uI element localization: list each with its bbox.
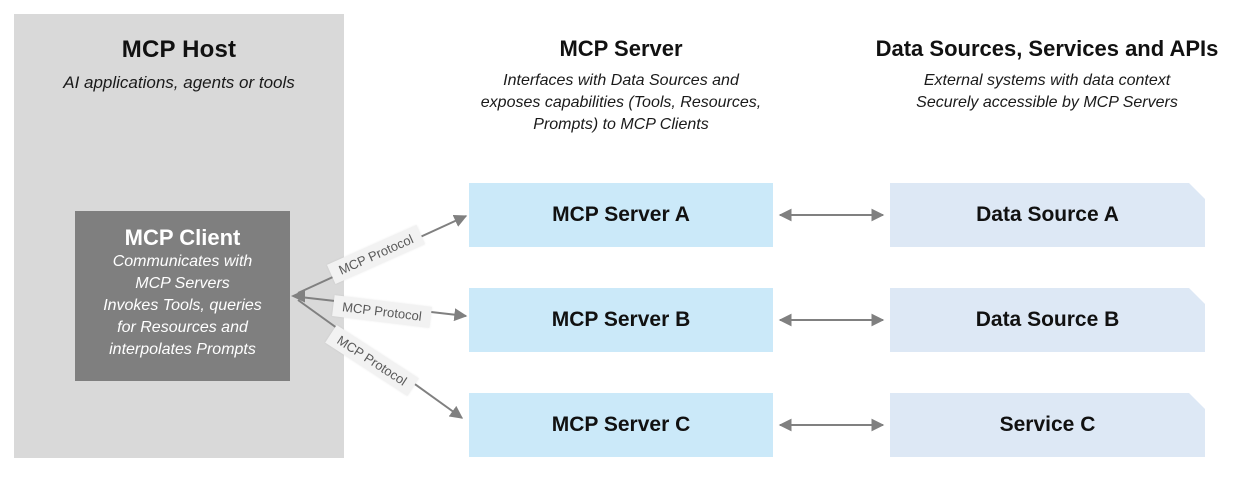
data-source-b-box: Data Source B — [890, 288, 1205, 352]
mcp-host-subtitle: AI applications, agents or tools — [63, 73, 295, 92]
data-sources-column-subtitle-line: External systems with data context — [923, 72, 1171, 89]
mcp-server-a-box: MCP Server A — [469, 183, 773, 247]
data-sources-column-title: Data Sources, Services and APIs — [875, 36, 1219, 61]
data-source-a-box: Data Source A — [890, 183, 1205, 247]
mcp-client-description-line: for Resources and — [117, 319, 248, 336]
mcp-server-b-box: MCP Server B — [469, 288, 773, 352]
mcp-server-column-header: MCP Server Interfaces with Data Sources … — [440, 36, 802, 136]
mcp-protocol-label-b: MCP Protocol — [332, 295, 432, 328]
mcp-server-column-subtitle-line: Prompts) to MCP Clients — [533, 116, 709, 133]
mcp-host-title: MCP Host — [121, 36, 237, 63]
mcp-client-description-line: interpolates Prompts — [109, 341, 256, 358]
service-c-box: Service C — [890, 393, 1205, 457]
mcp-server-column-subtitle-line: exposes capabilities (Tools, Resources, — [480, 94, 762, 111]
mcp-server-c-box: MCP Server C — [469, 393, 773, 457]
mcp-client-description-line: MCP Servers — [135, 275, 230, 292]
data-sources-column-header: Data Sources, Services and APIs External… — [858, 36, 1235, 114]
mcp-client-description-line: Invokes Tools, queries — [103, 297, 262, 314]
mcp-host-header: MCP Host AI applications, agents or tool… — [14, 36, 344, 93]
data-sources-column-subtitle-line: Securely accessible by MCP Servers — [916, 94, 1178, 111]
mcp-client-description-line: Communicates with — [112, 253, 253, 270]
mcp-client-box: MCP Client Communicates with MCP Servers… — [75, 211, 290, 381]
mcp-server-column-subtitle-line: Interfaces with Data Sources and — [503, 72, 739, 89]
mcp-server-column-title: MCP Server — [559, 36, 683, 61]
mcp-client-title: MCP Client — [124, 225, 241, 250]
